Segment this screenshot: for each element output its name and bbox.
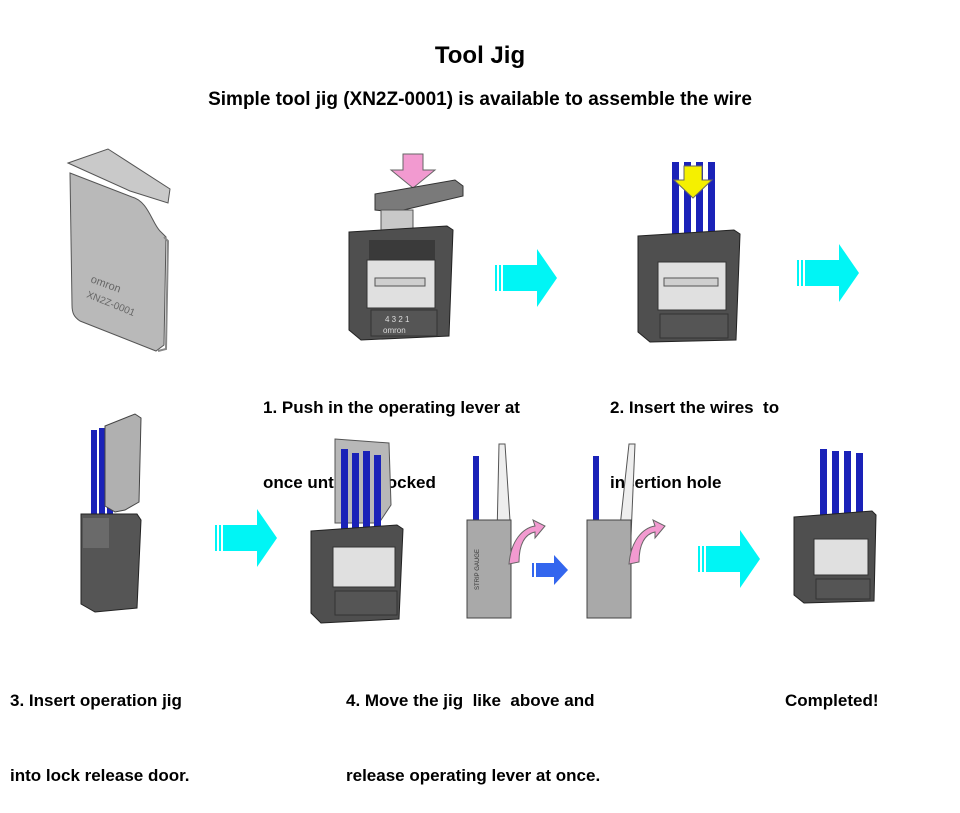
completed-caption: Completed! [785, 691, 879, 710]
push-arrow-icon [389, 153, 437, 189]
step1-illustration: 4 3 2 1 omron [348, 153, 464, 341]
step4-side-view-1: STRIP GAUGE [466, 443, 546, 619]
connector-brand-text: omron [383, 326, 406, 335]
step4-connector-illustration [310, 438, 404, 624]
step3-illustration [80, 413, 142, 613]
connector-pins-text: 4 3 2 1 [385, 315, 410, 324]
svg-text:STRIP GAUGE: STRIP GAUGE [475, 549, 481, 590]
flow-arrow-icon [495, 249, 557, 307]
step2-caption: 2. Insert the wires to insertion hole [610, 398, 780, 492]
rotate-arrow-icon [508, 519, 546, 565]
step2-illustration [637, 162, 741, 343]
flow-arrow-icon [797, 244, 859, 302]
tool-jig-illustration: omron XN2Z-0001 [66, 148, 171, 352]
flow-arrow-icon [698, 530, 760, 588]
page-subtitle: Simple tool jig (XN2Z-0001) is available… [208, 89, 752, 110]
flow-arrow-icon [215, 509, 277, 567]
completed-illustration [793, 449, 877, 604]
rotate-arrow-icon [628, 519, 666, 565]
wires [672, 162, 715, 272]
insert-arrow-icon [672, 165, 714, 199]
step4-caption: 4. Move the jig like above and release o… [346, 691, 601, 785]
page-title: Tool Jig [434, 42, 526, 69]
step3-caption: 3. Insert operation jig into lock releas… [10, 691, 190, 785]
step4-side-view-2 [586, 443, 666, 619]
small-arrow-icon [532, 555, 568, 585]
